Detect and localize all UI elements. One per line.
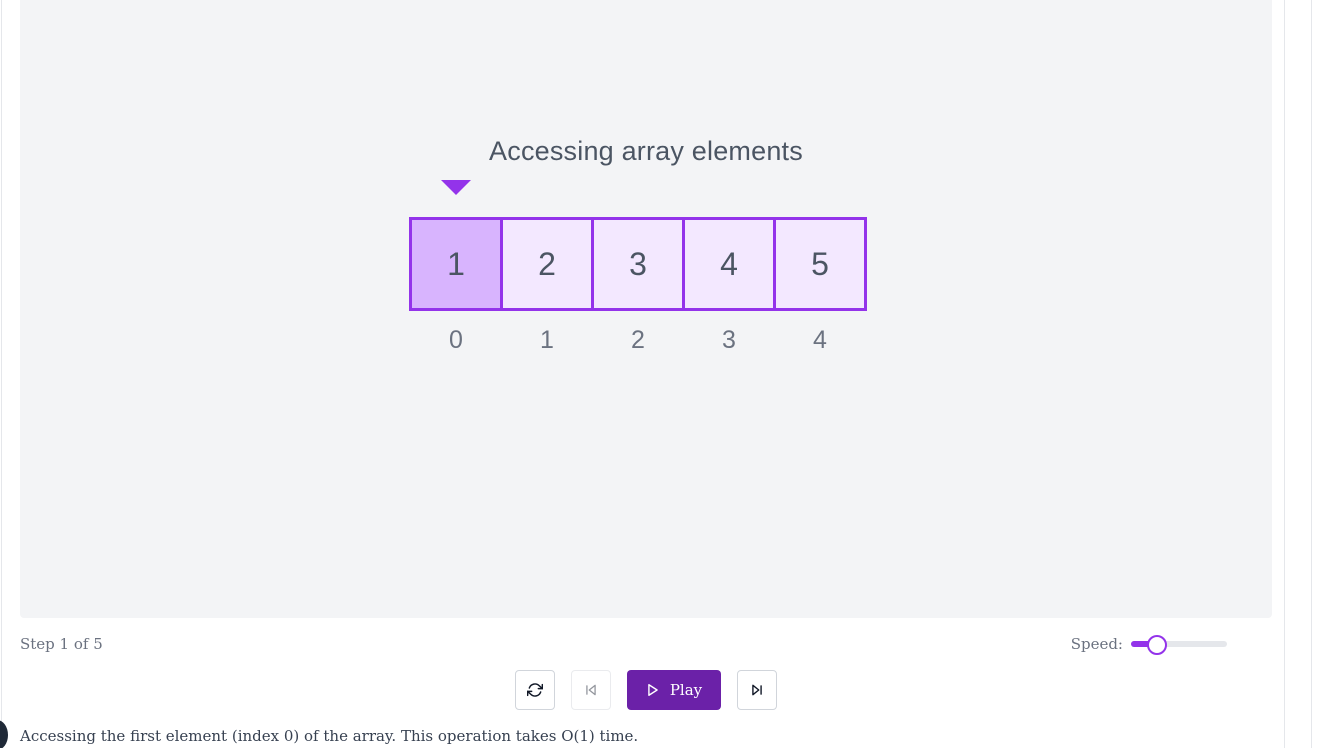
refresh-icon [527, 683, 543, 697]
visualization-canvas: Accessing array elements 1 2 3 4 5 0 1 2… [20, 0, 1272, 618]
array-indices: 0 1 2 3 4 [409, 326, 867, 355]
array-cells: 1 2 3 4 5 [409, 217, 867, 311]
array-index-label: 2 [631, 326, 645, 354]
play-button[interactable]: Play [627, 670, 721, 710]
speed-slider-track[interactable] [1131, 641, 1227, 647]
speed-label: Speed: [1070, 635, 1123, 653]
skip-back-icon [586, 684, 596, 696]
previous-step-button[interactable] [571, 670, 611, 710]
speed-control: Speed: [1070, 635, 1227, 655]
floating-action-button[interactable] [0, 720, 8, 748]
array-cell: 2 [500, 217, 594, 311]
speed-slider[interactable] [1131, 635, 1227, 655]
array-index-label: 0 [449, 326, 463, 354]
next-step-button[interactable] [737, 670, 777, 710]
visualization-title: Accessing array elements [489, 136, 803, 166]
play-icon [648, 684, 658, 696]
playback-controls: Play [515, 670, 777, 710]
array-index-label: 4 [813, 326, 827, 354]
array-cell: 5 [773, 217, 867, 311]
current-index-pointer-icon [441, 180, 471, 195]
array-cell: 3 [591, 217, 685, 311]
visualizer-card: Accessing array elements 1 2 3 4 5 0 1 2… [1, 0, 1285, 748]
skip-forward-icon [752, 684, 762, 696]
play-button-label: Play [669, 681, 703, 699]
array-cell: 4 [682, 217, 776, 311]
array-index-label: 1 [540, 326, 554, 354]
reset-button[interactable] [515, 670, 555, 710]
side-panel-edge [1311, 0, 1327, 748]
array-cell: 1 [409, 217, 503, 311]
step-counter: Step 1 of 5 [20, 635, 103, 653]
array-index-label: 3 [722, 326, 736, 354]
speed-slider-fill [1131, 641, 1156, 647]
speed-slider-thumb[interactable] [1146, 635, 1167, 655]
step-description: Accessing the first element (index 0) of… [20, 727, 639, 745]
